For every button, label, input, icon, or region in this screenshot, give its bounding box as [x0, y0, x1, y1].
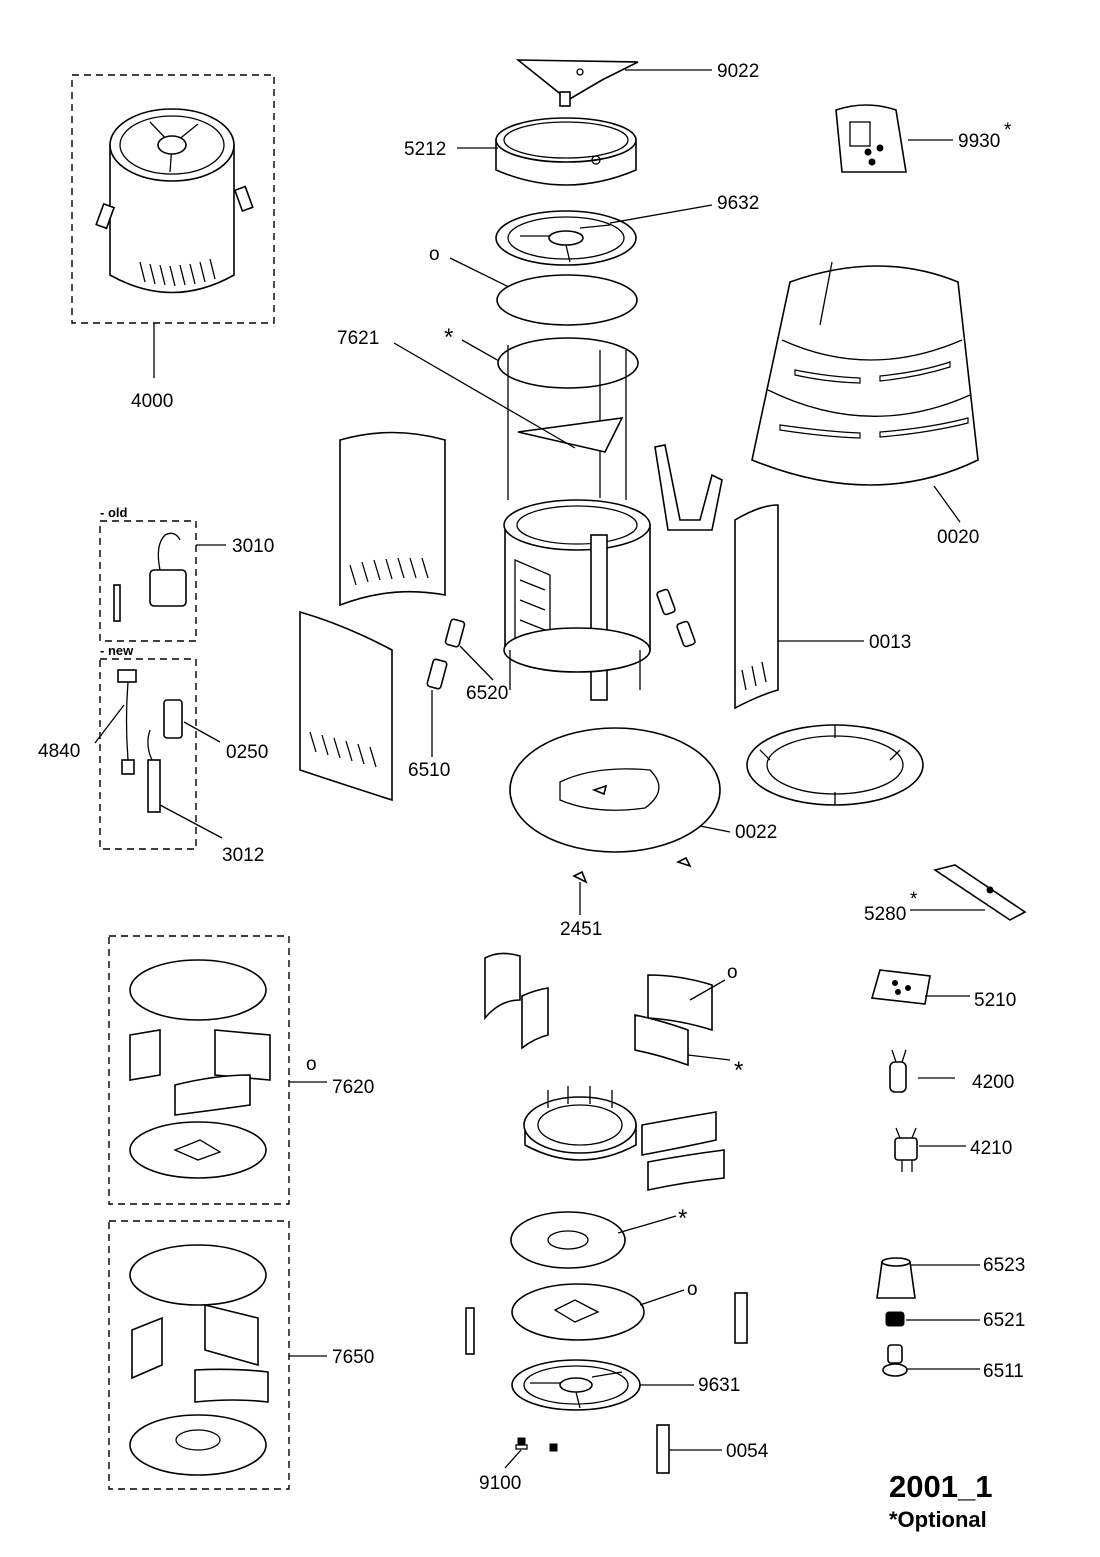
part-lower-optional-disc — [510, 1211, 626, 1269]
label-9631: 9631 — [698, 1375, 740, 1396]
part-side-panel-lower-left — [299, 610, 393, 802]
part-6520-bulb — [444, 618, 466, 648]
part-lower-curved-panels — [484, 952, 713, 1067]
label-4840: 4840 — [38, 741, 80, 762]
part-motor-fan-body — [503, 499, 651, 701]
label-9930-star: * — [1004, 120, 1012, 141]
label-5210: 5210 — [974, 990, 1016, 1011]
label-9022: 9022 — [717, 61, 759, 82]
part-6521-nut — [885, 1311, 905, 1327]
part-3010-old-transformer — [113, 532, 187, 622]
part-lower-base-housing — [523, 1086, 637, 1161]
part-base-ring — [746, 724, 924, 806]
part-bulbs-right — [656, 588, 696, 648]
marker-star-top: * — [444, 324, 453, 351]
label-3010: 3010 — [232, 536, 274, 557]
part-right-strip — [734, 1292, 748, 1344]
part-0022-base-plate — [509, 727, 721, 853]
part-3012-new-heater — [147, 729, 161, 813]
part-optional-disc — [497, 337, 639, 389]
label-3012: 3012 — [222, 845, 264, 866]
label-0013: 0013 — [869, 632, 911, 653]
marker-star-lower: * — [734, 1057, 743, 1084]
part-left-strip — [465, 1307, 475, 1355]
part-4840-new-cable — [117, 669, 137, 775]
label-0020: 0020 — [937, 527, 979, 548]
part-4000-fan-housing — [95, 108, 254, 294]
part-0020-cone-shroud — [751, 261, 979, 486]
part-7621-tie-rods — [507, 345, 627, 500]
label-4000: 4000 — [131, 391, 173, 412]
part-6510-socket — [426, 658, 448, 690]
part-0013-side-panel-right — [734, 504, 779, 710]
part-2451-clip — [572, 870, 588, 884]
label-0054: 0054 — [726, 1441, 769, 1462]
part-5210-circuit-board — [870, 969, 931, 1005]
label-9100: 9100 — [479, 1473, 521, 1494]
label-7650: 7650 — [332, 1347, 374, 1368]
part-9632-spider — [495, 210, 637, 266]
part-lower-right-panels — [641, 1111, 725, 1191]
part-motor-bracket — [654, 444, 723, 531]
part-4200-capacitor — [889, 1049, 907, 1093]
group-box-7620 — [108, 935, 290, 1205]
part-9100-screws — [515, 1437, 558, 1452]
group-box-new — [99, 658, 197, 850]
part-lower-filter-disc — [511, 1283, 645, 1341]
marker-circle-disc: o — [687, 1279, 698, 1300]
part-9631-spider — [511, 1359, 641, 1411]
label-7621: 7621 — [337, 328, 379, 349]
label-5280: 5280 — [864, 904, 906, 925]
label-9930: 9930 — [958, 131, 1000, 152]
label-6523: 6523 — [983, 1255, 1025, 1276]
label-0022: 0022 — [735, 822, 777, 843]
part-7650-kit — [129, 1244, 269, 1476]
label-5212: 5212 — [404, 139, 446, 160]
part-6523-lamp-holder — [876, 1257, 916, 1299]
group-box-old — [99, 520, 197, 642]
part-0250-new-sensor — [163, 699, 183, 739]
part-filter-disc — [496, 274, 638, 326]
part-9930-cover-bracket — [835, 104, 907, 173]
label-2451: 2451 — [560, 919, 602, 940]
part-5280-strip — [933, 864, 1027, 921]
part-0054-strip — [656, 1424, 670, 1474]
label-6510: 6510 — [408, 760, 450, 781]
drawing-code: 2001_1 — [889, 1469, 992, 1504]
label-6511: 6511 — [983, 1361, 1024, 1382]
group-label-new: - new — [100, 643, 134, 658]
optional-note: *Optional — [889, 1507, 987, 1532]
part-4210-component — [894, 1127, 918, 1172]
label-7620: 7620 — [332, 1077, 374, 1098]
group-label-old: - old — [100, 505, 127, 520]
part-7620-kit — [129, 959, 271, 1179]
label-4200: 4200 — [972, 1072, 1014, 1093]
part-5212-top-ring — [495, 117, 637, 186]
label-0250: 0250 — [226, 742, 268, 763]
part-6511-socket — [882, 1344, 908, 1377]
part-side-panel-upper-left — [339, 431, 446, 607]
part-9022-top-bracket — [515, 59, 639, 107]
marker-circle-lower: o — [727, 962, 738, 983]
label-4210: 4210 — [970, 1138, 1012, 1159]
group-box-7650 — [108, 1220, 290, 1490]
label-9632: 9632 — [717, 193, 759, 214]
label-5280-star: * — [910, 889, 918, 910]
marker-circle-top: o — [429, 244, 440, 265]
group-box-4000 — [71, 74, 275, 324]
marker-star-disc: * — [678, 1205, 687, 1232]
part-2451-clip-2 — [675, 856, 692, 868]
marker-circle-7620: o — [306, 1054, 317, 1075]
label-6521: 6521 — [983, 1310, 1025, 1331]
label-6520: 6520 — [466, 683, 508, 704]
